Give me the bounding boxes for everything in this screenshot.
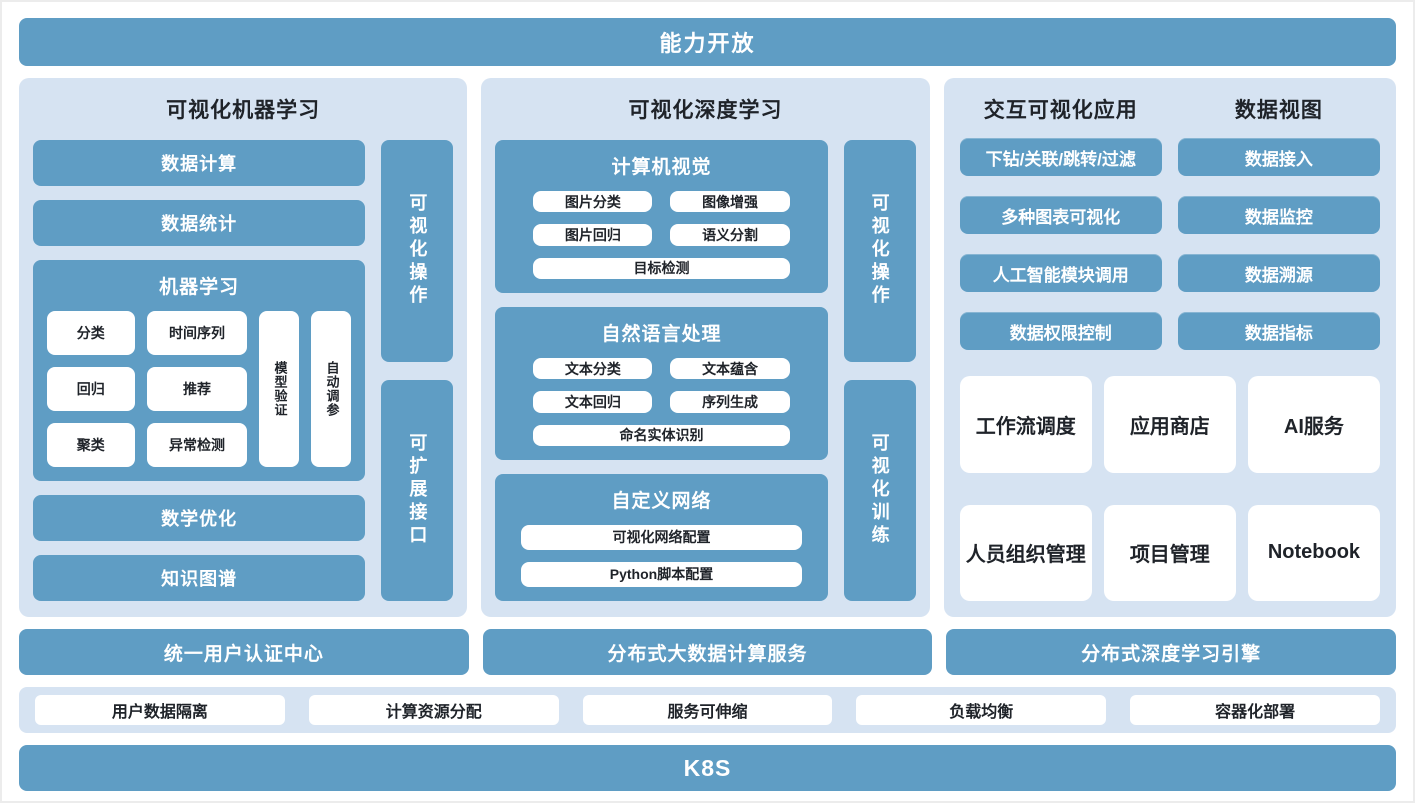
machine-learning-block-title: 机器学习 [159, 277, 240, 298]
visual-ml-main-column: 数据计算 数据统计 机器学习 分类 时间序列 模型验证 自动调参 回归 推荐 聚… [33, 140, 366, 601]
pill-time-series: 时间序列 [146, 311, 248, 355]
pill-load-balancing: 负载均衡 [856, 695, 1107, 725]
btn-data-access: 数据接入 [1177, 138, 1380, 176]
panel-apps: 交互可视化应用 下钻/关联/跳转/过滤 多种图表可视化 人工智能模块调用 数据权… [943, 78, 1396, 617]
visual-ml-side-column: 可视化操作 可扩展接口 [381, 140, 454, 601]
visual-dl-side-column: 可视化操作 可视化训练 [843, 140, 916, 601]
k8s-bar: K8S [19, 745, 1396, 791]
btn-data-lineage: 数据溯源 [1177, 254, 1380, 292]
bar-knowledge-graph: 知识图谱 [33, 555, 366, 601]
pill-visual-network-config: 可视化网络配置 [521, 524, 802, 550]
service-bars-row: 统一用户认证中心 分布式大数据计算服务 分布式深度学习引擎 [19, 629, 1397, 675]
interactive-visual-app-column: 交互可视化应用 下钻/关联/跳转/过滤 多种图表可视化 人工智能模块调用 数据权… [959, 90, 1162, 350]
infra-strip: 用户数据隔离 计算资源分配 服务可伸缩 负载均衡 容器化部署 [19, 687, 1396, 733]
visual-dl-main-column: 计算机视觉 图片分类 图像增强 图片回归 语义分割 目标检测 自然语言处理 文本… [495, 140, 828, 601]
pill-auto-tuning: 自动调参 [311, 311, 352, 467]
pill-object-detection: 目标检测 [533, 257, 790, 279]
pill-image-enhancement: 图像增强 [670, 191, 790, 213]
btn-data-permission-control: 数据权限控制 [959, 312, 1162, 350]
btn-multi-chart-visualization: 多种图表可视化 [959, 196, 1162, 234]
pill-anomaly-detection: 异常检测 [146, 423, 248, 467]
pill-image-regression: 图片回归 [533, 224, 653, 246]
card-workflow-scheduling: 工作流调度 [959, 376, 1092, 473]
pill-semantic-segmentation: 语义分割 [670, 224, 790, 246]
pill-sequence-generation: 序列生成 [670, 391, 790, 413]
btn-ai-module-invocation: 人工智能模块调用 [959, 254, 1162, 292]
pill-text-entailment: 文本蕴含 [670, 357, 790, 380]
computer-vision-block-title: 计算机视觉 [611, 157, 712, 178]
bar-distributed-bigdata-compute-service: 分布式大数据计算服务 [482, 629, 933, 675]
btn-data-monitoring: 数据监控 [1177, 196, 1380, 234]
btn-data-metrics: 数据指标 [1177, 312, 1380, 350]
bar-data-statistics: 数据统计 [33, 200, 366, 246]
pill-user-data-isolation: 用户数据隔离 [35, 695, 285, 725]
pill-clustering: 聚类 [47, 423, 135, 467]
interactive-visual-app-title: 交互可视化应用 [983, 99, 1138, 122]
pill-classification: 分类 [47, 311, 135, 355]
panel-visual-ml-title: 可视化机器学习 [166, 99, 321, 122]
nlp-block: 自然语言处理 文本分类 文本蕴含 文本回归 序列生成 命名实体识别 [495, 306, 828, 460]
card-app-store: 应用商店 [1103, 376, 1236, 473]
card-personnel-org-management: 人员组织管理 [959, 504, 1092, 601]
computer-vision-block: 计算机视觉 图片分类 图像增强 图片回归 语义分割 目标检测 [495, 140, 828, 293]
pill-model-validation: 模型验证 [259, 311, 300, 467]
machine-learning-block: 机器学习 分类 时间序列 模型验证 自动调参 回归 推荐 聚类 异常检测 [33, 260, 366, 481]
app-cards: 工作流调度 应用商店 AI服务 人员组织管理 项目管理 Notebook [959, 376, 1380, 601]
btn-drill-link-jump-filter: 下钻/关联/跳转/过滤 [959, 138, 1162, 176]
custom-network-block: 自定义网络 可视化网络配置 Python脚本配置 [495, 473, 828, 601]
pill-containerized-deployment: 容器化部署 [1130, 695, 1380, 725]
bar-distributed-dl-engine: 分布式深度学习引擎 [946, 629, 1397, 675]
bar-unified-user-auth-center: 统一用户认证中心 [19, 629, 469, 675]
data-view-title: 数据视图 [1234, 99, 1323, 122]
pill-text-regression: 文本回归 [533, 391, 653, 413]
pill-compute-resource-allocation: 计算资源分配 [308, 695, 559, 725]
panel-visual-ml: 可视化机器学习 数据计算 数据统计 机器学习 分类 时间序列 模型验证 自动调参… [19, 78, 468, 617]
capability-banner: 能力开放 [19, 18, 1396, 66]
bar-math-optimization: 数学优化 [33, 495, 366, 541]
pill-named-entity-recognition: 命名实体识别 [533, 424, 790, 446]
bar-data-compute: 数据计算 [33, 140, 366, 186]
data-view-column: 数据视图 数据接入 数据监控 数据溯源 数据指标 [1177, 90, 1380, 350]
pill-text-classification: 文本分类 [533, 357, 653, 380]
pill-image-classification: 图片分类 [533, 191, 653, 213]
vbar-visual-training: 可视化训练 [843, 379, 916, 601]
panel-visual-dl: 可视化深度学习 计算机视觉 图片分类 图像增强 图片回归 语义分割 目标检测 [481, 78, 930, 617]
pill-service-scalability: 服务可伸缩 [582, 695, 833, 725]
card-ai-service: AI服务 [1247, 376, 1380, 473]
vbar-visual-operation: 可视化操作 [381, 140, 454, 362]
pill-python-script-config: Python脚本配置 [521, 561, 802, 587]
vbar-visual-operation-dl: 可视化操作 [843, 140, 916, 362]
vbar-extensible-interface: 可扩展接口 [381, 379, 454, 601]
panel-visual-dl-title: 可视化深度学习 [628, 99, 783, 122]
card-project-management: 项目管理 [1103, 504, 1236, 601]
panels-row: 可视化机器学习 数据计算 数据统计 机器学习 分类 时间序列 模型验证 自动调参… [19, 78, 1396, 617]
pill-recommendation: 推荐 [146, 367, 248, 411]
pill-regression: 回归 [47, 367, 135, 411]
nlp-block-title: 自然语言处理 [601, 323, 722, 345]
custom-network-block-title: 自定义网络 [611, 490, 712, 512]
card-notebook: Notebook [1247, 504, 1380, 601]
